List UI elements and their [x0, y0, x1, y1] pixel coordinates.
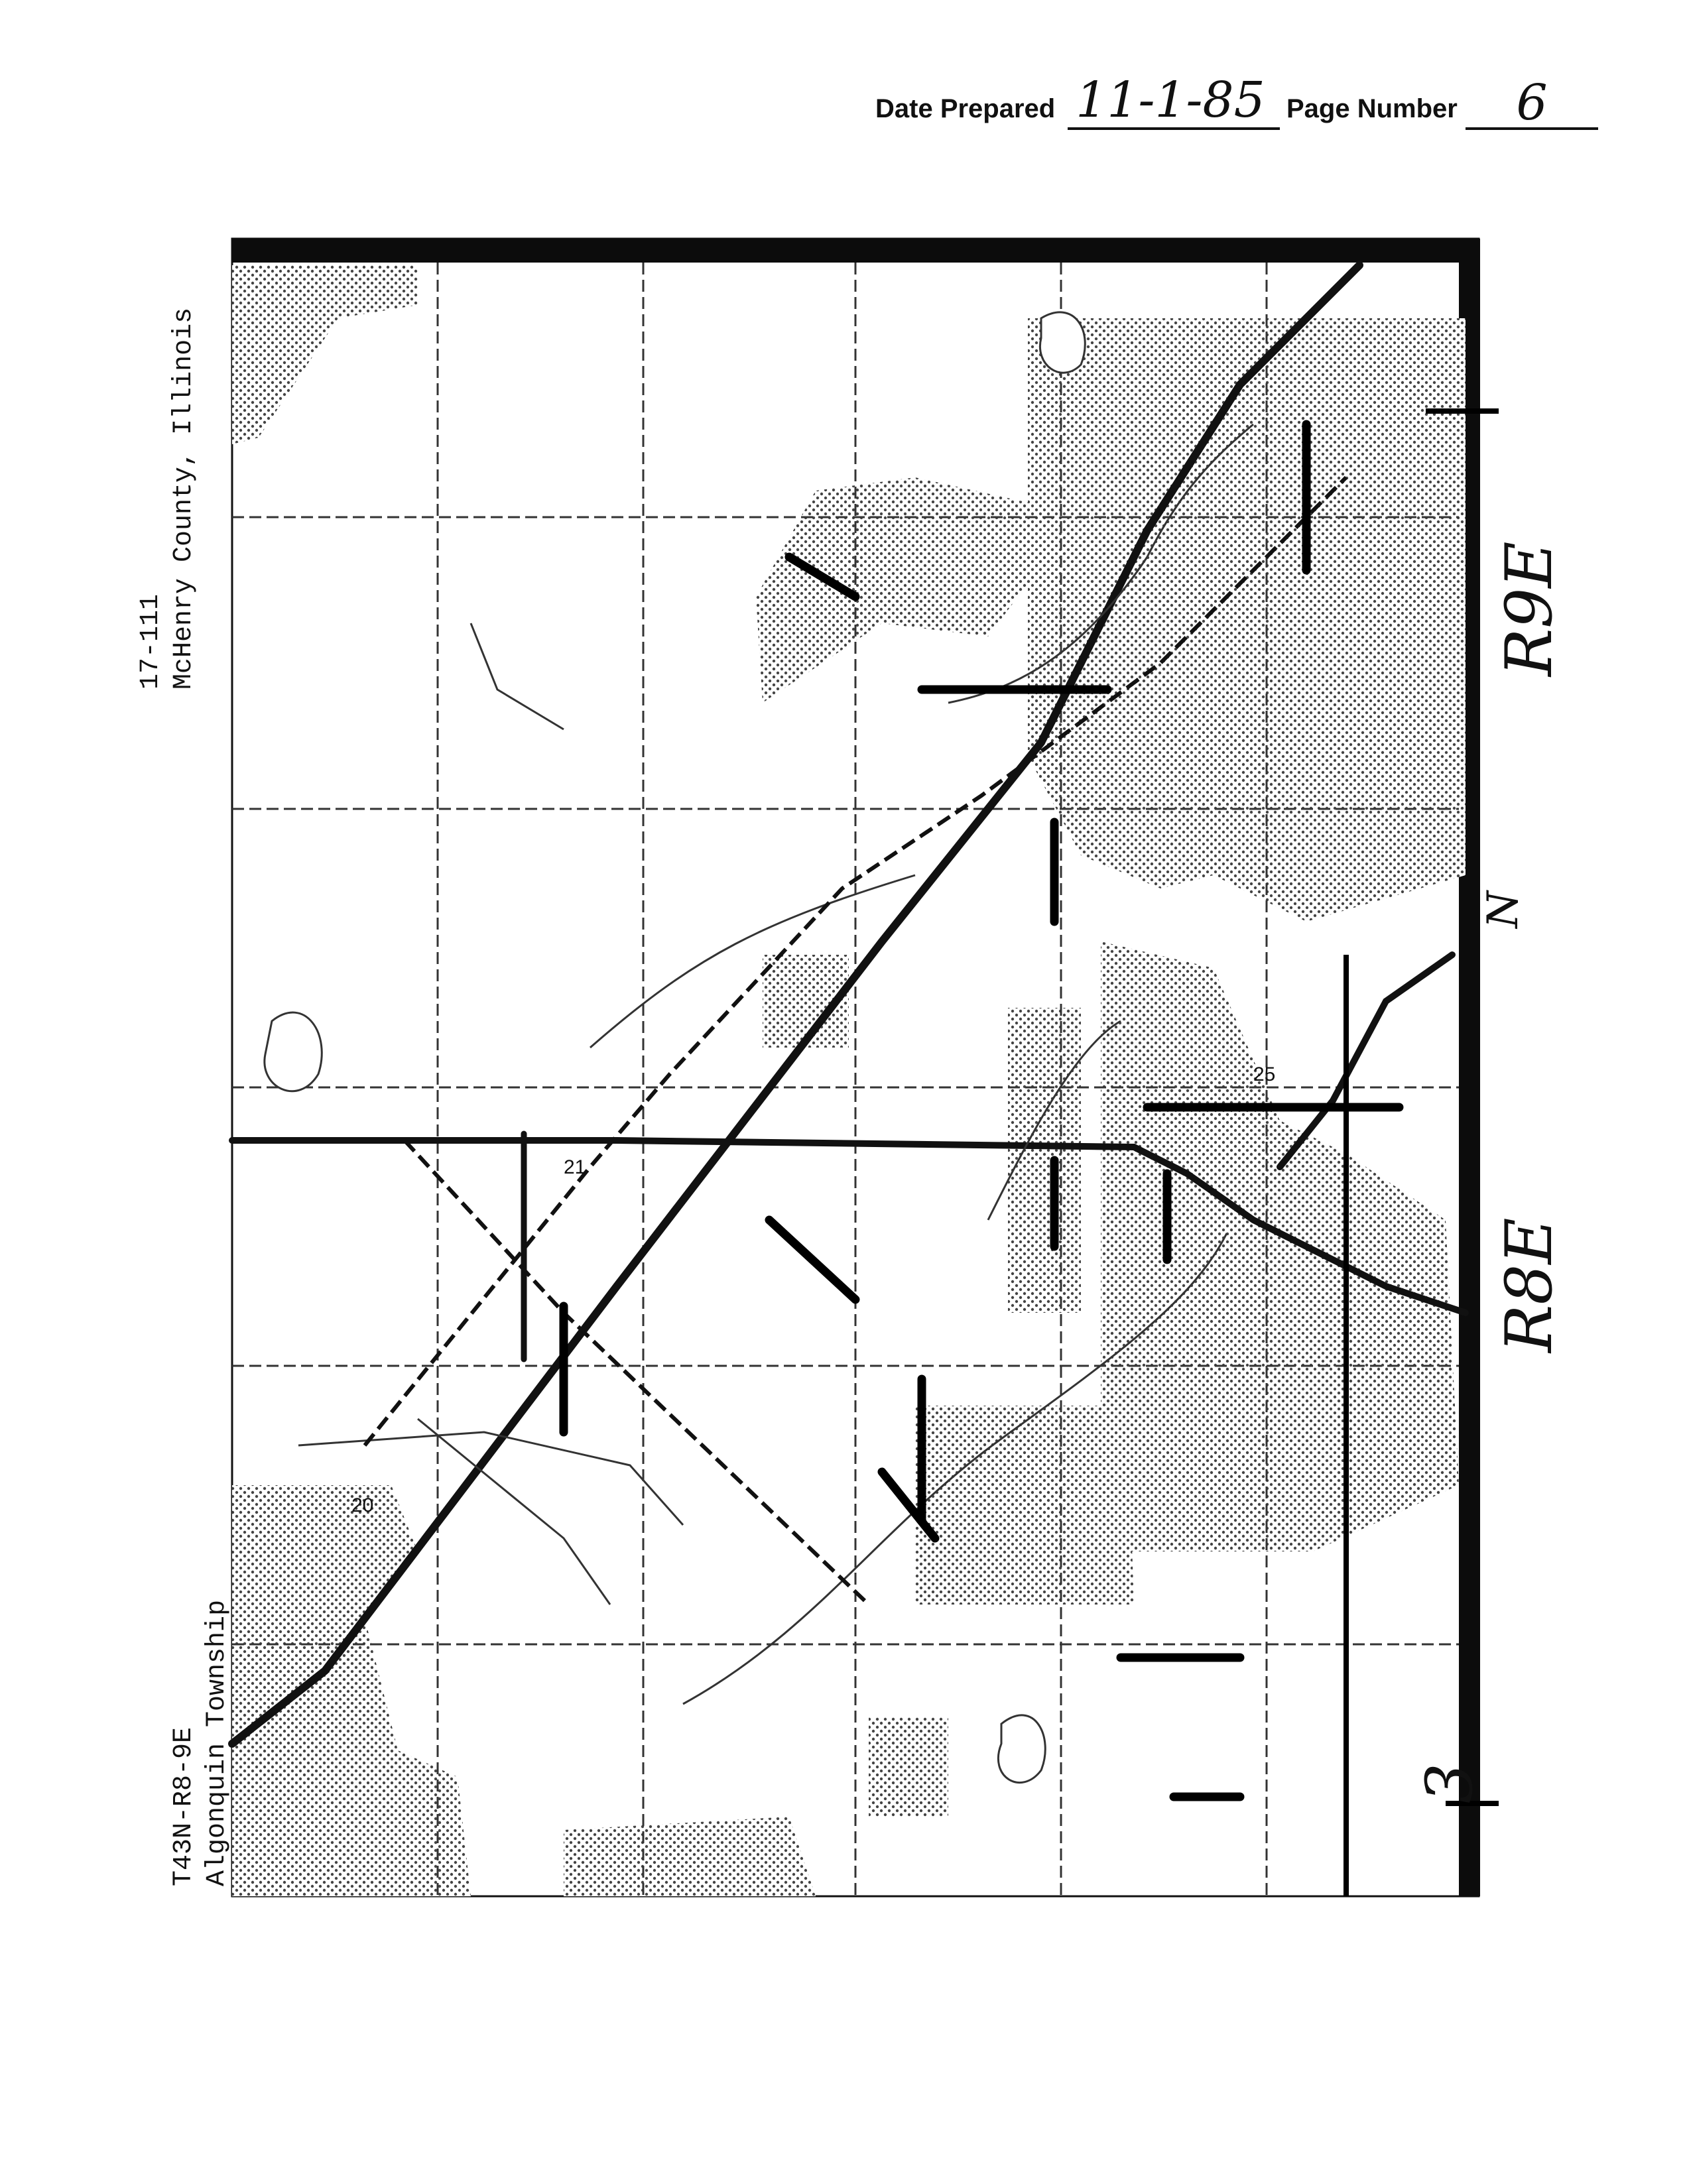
map-graphic: 21 20 25 [228, 237, 1499, 1898]
header: Date Prepared 11-1-85 Page Number 6 [875, 72, 1618, 139]
lakes [263, 311, 1086, 1784]
range-r9e-label: R9E [1492, 541, 1566, 676]
minor-roads [298, 423, 1254, 1705]
section-numbers: 21 20 25 [351, 1063, 1275, 1516]
date-underline [1068, 127, 1280, 130]
county-id-label: 17-111 [136, 593, 166, 690]
north-arrow-label: N [1479, 891, 1528, 928]
township-code-label: T43N-R8-9E [169, 1727, 199, 1886]
county-name-label: McHenry County, Illinois [169, 307, 199, 690]
section-25-label: 25 [1253, 1063, 1275, 1085]
date-prepared-label: Date Prepared [875, 94, 1056, 123]
range-r8e-label: R8E [1492, 1217, 1566, 1353]
page-underline [1466, 127, 1598, 130]
section-22-label: 20 [351, 1494, 373, 1516]
corner-number-label: 3 [1412, 1762, 1487, 1803]
date-prepared-value: 11-1-85 [1076, 72, 1265, 129]
section-grid [232, 263, 1459, 1896]
map-top-bar [232, 239, 1479, 263]
urban-areas [232, 265, 1466, 1896]
page-number-label: Page Number [1286, 94, 1458, 123]
page-number-value: 6 [1516, 74, 1548, 131]
section-21-label: 21 [564, 1156, 586, 1178]
township-map: 21 20 25 R8E R9E N 3 [219, 225, 1566, 1923]
boundary-line [1343, 408, 1499, 1896]
marker-lines [559, 420, 1404, 1801]
